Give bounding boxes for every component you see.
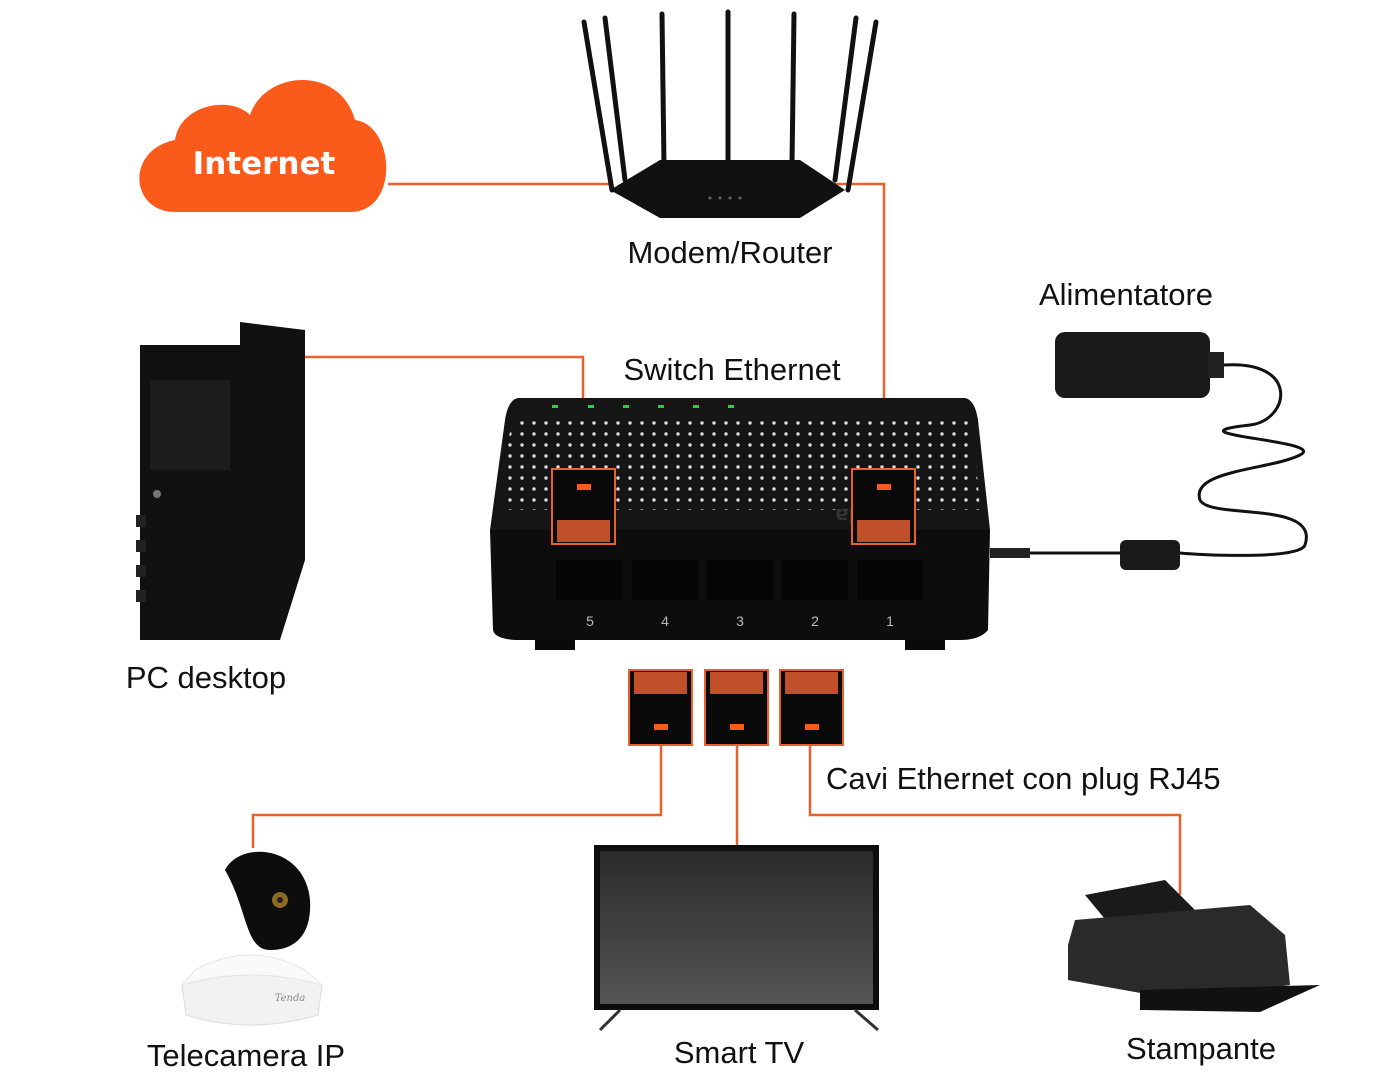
camera-label: Telecamera IP <box>147 1038 345 1073</box>
tv-label: Smart TV <box>674 1035 805 1070</box>
printer-icon <box>1068 880 1320 1012</box>
port-4: 4 <box>632 560 698 629</box>
switch-device: Tenda 5 4 3 2 1 <box>490 398 990 650</box>
port-number: 5 <box>586 613 594 629</box>
port-1: 1 <box>857 560 923 629</box>
switch-label: Switch Ethernet <box>623 352 840 387</box>
wire-router-switch <box>820 182 886 470</box>
switch-ports: 5 4 3 2 1 <box>556 560 923 629</box>
rj45-plug-camera <box>628 669 693 746</box>
port-number: 3 <box>736 613 744 629</box>
ethernet-cable-plugs <box>628 669 844 746</box>
pc-label: PC desktop <box>126 660 286 695</box>
camera-logo: Tenda <box>275 993 306 1004</box>
port-2: 2 <box>782 560 848 629</box>
port-number: 4 <box>661 613 669 629</box>
rj45-plug-printer <box>779 669 844 746</box>
rj45-plug-router <box>851 468 916 545</box>
connection-wires <box>251 182 1182 895</box>
port-number: 2 <box>811 613 819 629</box>
power-label: Alimentatore <box>1039 277 1213 312</box>
internet-cloud: Internet <box>139 80 387 212</box>
port-5: 5 <box>556 560 622 629</box>
printer-label: Stampante <box>1126 1031 1276 1066</box>
rj45-plug-pc <box>551 468 616 545</box>
rj45-plug-tv <box>704 669 769 746</box>
wire-camera <box>251 745 663 848</box>
wire-printer <box>808 745 1182 895</box>
port-number: 1 <box>886 613 894 629</box>
internet-label: Internet <box>193 146 336 182</box>
ip-camera-icon: Tenda <box>180 851 323 1026</box>
cables-label: Cavi Ethernet con plug RJ45 <box>826 761 1221 796</box>
router-icon <box>581 9 879 218</box>
pc-desktop-icon <box>136 322 305 640</box>
port-3: 3 <box>707 560 773 629</box>
smart-tv-icon <box>594 845 879 1032</box>
router-label: Modem/Router <box>627 235 832 270</box>
power-adapter-icon: Alimentatore <box>990 277 1308 570</box>
